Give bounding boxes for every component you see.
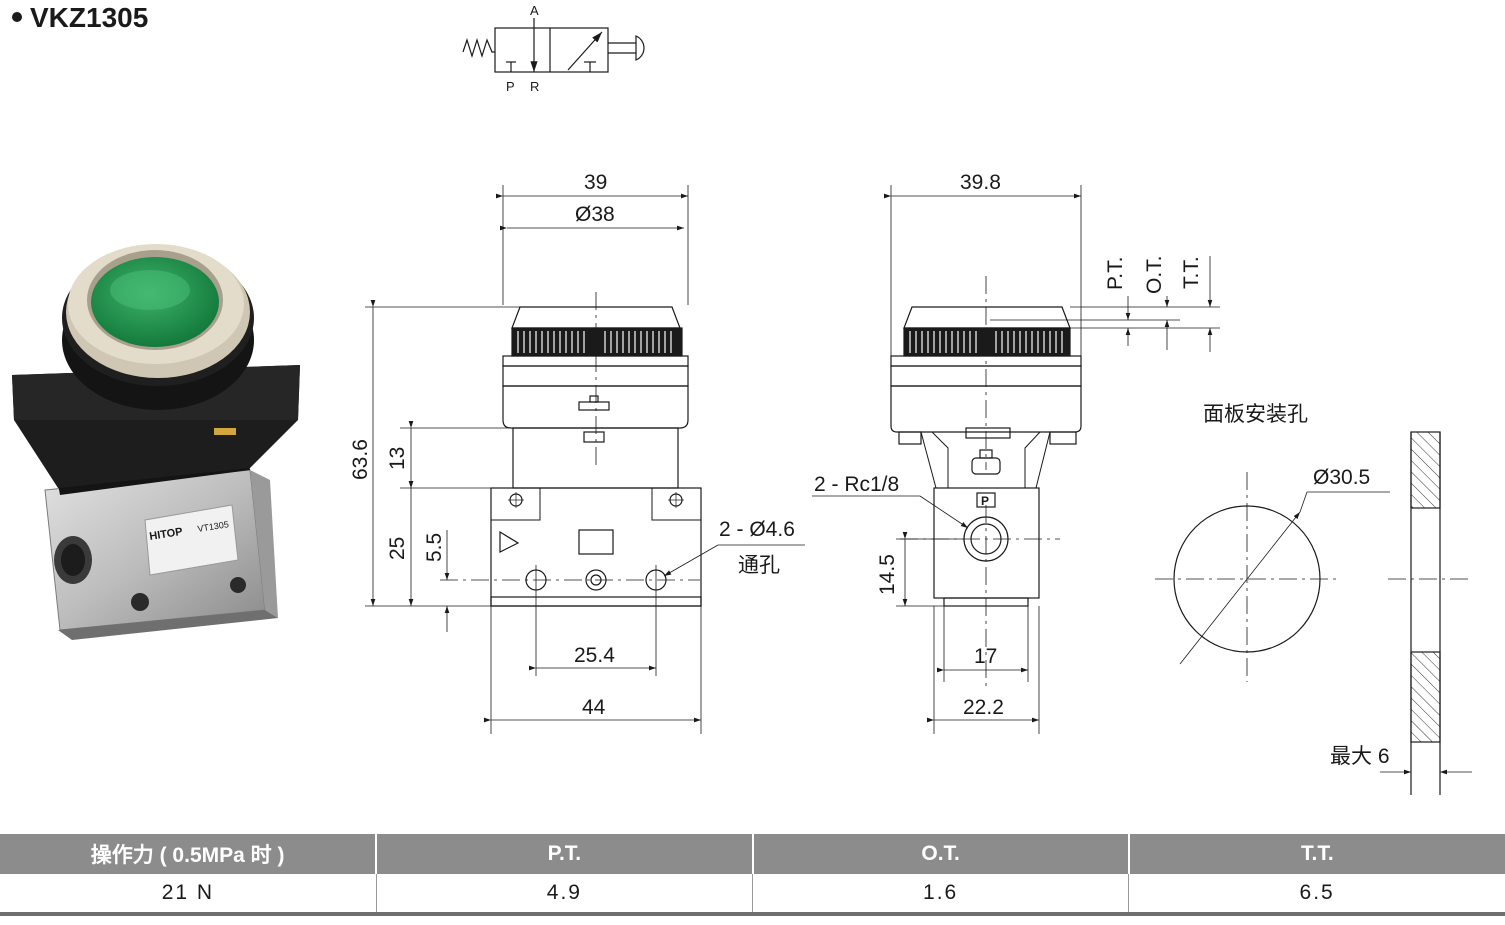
port-r-label: R [530,79,539,94]
front-width-top: 39 [584,171,607,194]
photo-model-label: VT1305 [197,519,230,534]
panel-max-thickness: 最大 6 [1330,745,1390,768]
front-holes-note: 通孔 [738,554,780,577]
product-photo: HITOP VT1305 [12,244,300,640]
photo-brand-label: HITOP [149,526,184,543]
side-tt-label: T.T. [1180,256,1203,289]
front-holes-label: 2 - Ø4.6 [719,518,795,541]
front-button-diameter: Ø38 [575,203,615,226]
spec-table-row: 21 N 4.9 1.6 6.5 [0,874,1505,916]
technical-drawing: A P R HITOP VT1305 [12,3,1472,795]
header-ot: O.T. [752,834,1130,874]
side-pt-label: P.T. [1104,257,1127,290]
value-operating-force: 21 N [0,874,377,916]
front-dim-25: 25 [386,537,409,560]
side-dim-14-5: 14.5 [876,554,899,595]
side-ot-label: O.T. [1143,255,1166,294]
front-base-width: 44 [582,696,606,719]
front-dim-5-5: 5.5 [423,533,446,562]
header-tt: T.T. [1128,834,1505,874]
front-dim-13: 13 [386,447,409,470]
side-port-mark: P [981,494,989,508]
side-width-top: 39.8 [960,171,1001,194]
spec-table: 操作力 ( 0.5MPa 时 ) P.T. O.T. T.T. 21 N 4.9… [0,834,1505,916]
port-p-label: P [506,79,515,94]
spec-table-header: 操作力 ( 0.5MPa 时 ) P.T. O.T. T.T. [0,834,1505,874]
header-pt: P.T. [376,834,754,874]
panel-mount-hole [1155,431,1472,795]
value-ot: 1.6 [752,874,1130,916]
side-port-label: 2 - Rc1/8 [814,473,899,496]
valve-symbol [462,18,645,73]
model-name: VKZ1305 [30,2,149,33]
front-height-total: 63.6 [349,439,372,480]
side-dim-17: 17 [974,645,997,668]
bullet-icon [12,11,22,22]
side-view [812,185,1220,734]
value-tt: 6.5 [1128,874,1505,916]
front-hole-spacing: 25.4 [574,644,615,667]
model-title: VKZ1305 [12,2,148,34]
panel-hole-diameter: Ø30.5 [1313,466,1370,489]
front-view [365,185,805,734]
value-pt: 4.9 [376,874,754,916]
header-operating-force: 操作力 ( 0.5MPa 时 ) [0,834,378,874]
panel-title: 面板安装孔 [1203,403,1308,426]
port-a-label: A [530,3,539,18]
side-dim-22-2: 22.2 [963,696,1004,719]
